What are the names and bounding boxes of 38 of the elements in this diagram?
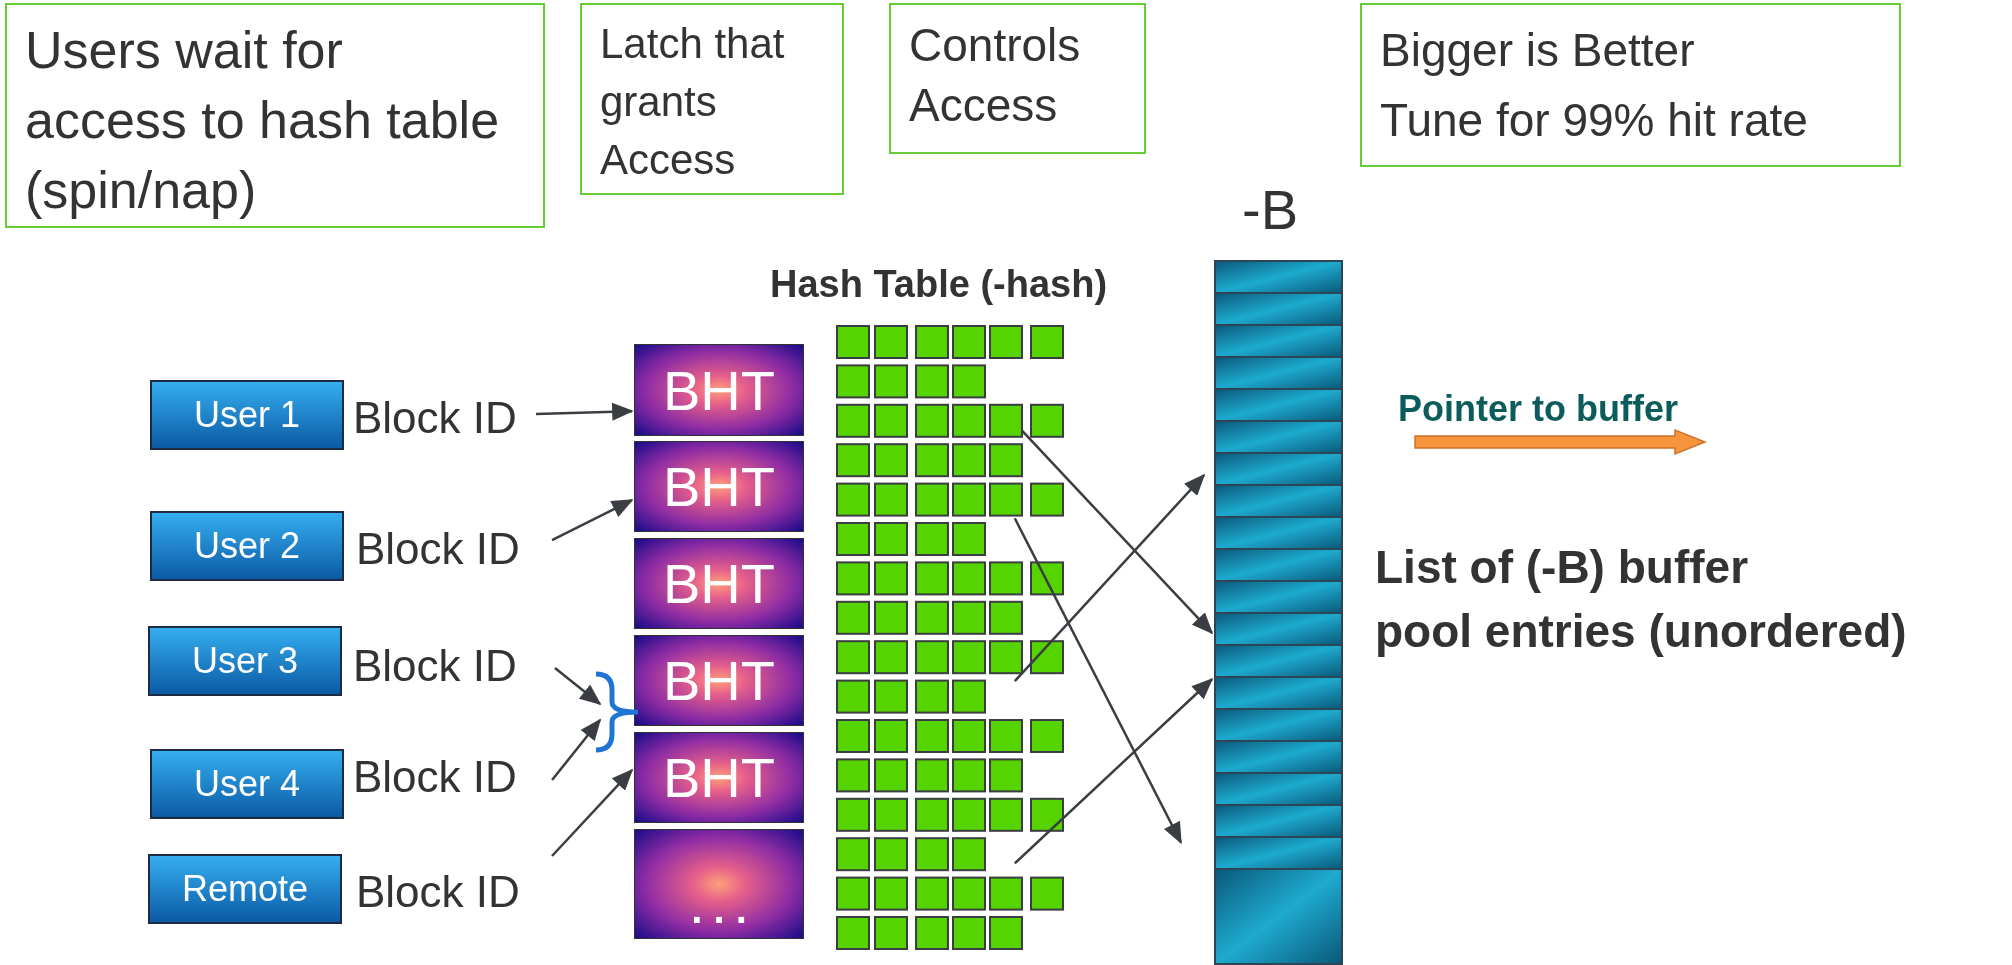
arrow [1013, 473, 1206, 682]
note-box [5, 3, 545, 228]
user-box: User 4 [150, 749, 344, 819]
user-box: User 2 [150, 511, 344, 581]
arrow [551, 499, 634, 542]
user-box: User 3 [148, 626, 342, 696]
block-id-text: Block ID [353, 390, 533, 446]
block-id-text: Block ID [356, 864, 536, 920]
note-box [580, 3, 844, 195]
block-id-text: Block ID [353, 749, 533, 805]
legend-text: Pointer to buffer [1398, 388, 1678, 430]
bht-box: BHT [634, 732, 804, 823]
bht-box: BHT [634, 441, 804, 532]
user-box: Remote [148, 854, 342, 924]
arrow [551, 768, 634, 857]
arrow [1013, 678, 1214, 865]
bht-box: BHT [634, 344, 804, 436]
block-id-text: Block ID [356, 521, 536, 577]
block-id-text: Block ID [353, 638, 533, 694]
note-text: Bigger is Better [1380, 23, 1695, 78]
bht-box: BHT [634, 538, 804, 629]
arrow [551, 718, 602, 781]
arrow [536, 402, 634, 421]
bht-box: . . . [634, 829, 804, 939]
note-box [889, 3, 1146, 154]
note-text: Tune for 99% hit rate [1380, 93, 1808, 148]
note-box [1360, 3, 1901, 167]
arrow [554, 667, 602, 706]
note-text: Users wait for access to hash table (spin/nap) [25, 20, 501, 221]
arrow [1013, 517, 1183, 845]
table-heading: Hash Table (-hash) [770, 263, 1108, 306]
user-box: User 1 [150, 380, 344, 450]
arrow [1021, 429, 1214, 635]
bht-box: BHT [634, 635, 804, 726]
note-text: List of (-B) buffer pool entries (unordered) [1375, 540, 1908, 659]
note-text: Latch that grants Access [600, 19, 786, 185]
column-heading: -B [1242, 180, 1298, 240]
note-text: Controls Access [909, 18, 1082, 133]
